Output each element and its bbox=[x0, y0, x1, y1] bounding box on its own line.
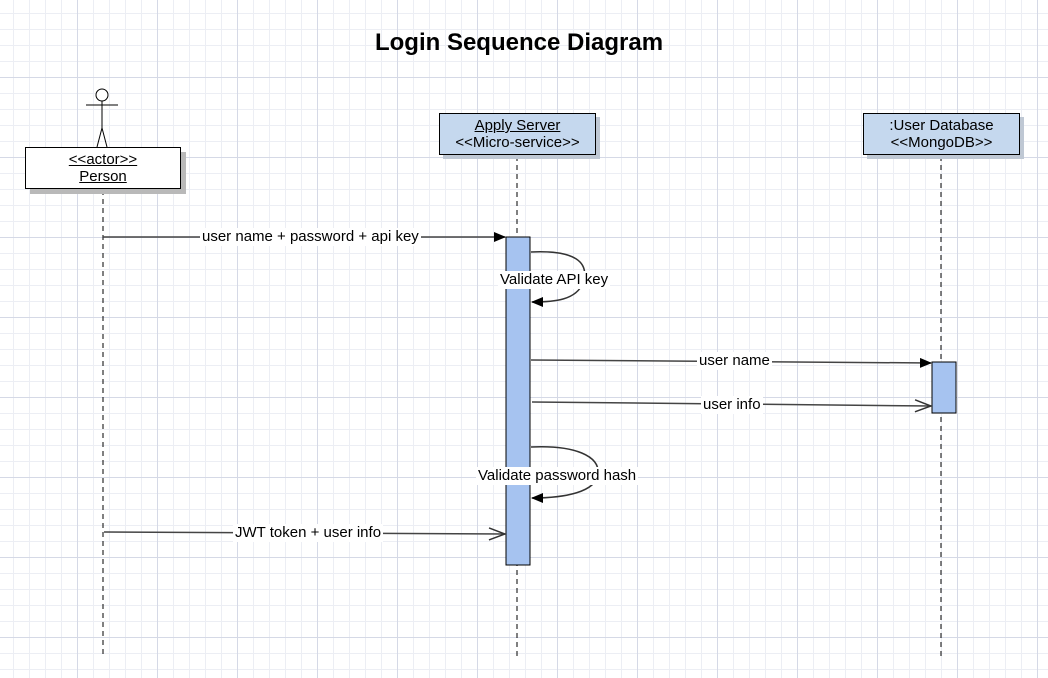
message-label-validate-api-key: Validate API key bbox=[498, 271, 611, 289]
lifeline-head-apply-server: Apply Server <<Micro-service>> bbox=[439, 113, 596, 155]
activation-apply-server bbox=[505, 236, 531, 566]
diagram-title: Login Sequence Diagram bbox=[374, 29, 664, 56]
message-label-user-info: user info bbox=[701, 396, 763, 414]
message-label-validate-password: Validate password hash bbox=[476, 467, 639, 485]
message-label-credentials: user name + password + api key bbox=[200, 228, 421, 246]
user-database-stereotype: <<MongoDB>> bbox=[890, 134, 993, 151]
actor-icon bbox=[86, 88, 118, 148]
message-label-user-name: user name bbox=[697, 352, 772, 370]
lifeline-head-person: <<actor>> Person bbox=[25, 147, 181, 189]
lifeline-head-user-database: :User Database <<MongoDB>> bbox=[863, 113, 1020, 155]
apply-server-stereotype: <<Micro-service>> bbox=[455, 134, 580, 151]
message-label-jwt: JWT token + user info bbox=[233, 524, 384, 542]
activation-user-database bbox=[931, 361, 957, 414]
user-database-name: :User Database bbox=[889, 117, 994, 134]
apply-server-name: Apply Server bbox=[474, 117, 561, 134]
person-name: Person bbox=[79, 168, 127, 185]
person-stereotype: <<actor>> bbox=[68, 151, 138, 168]
